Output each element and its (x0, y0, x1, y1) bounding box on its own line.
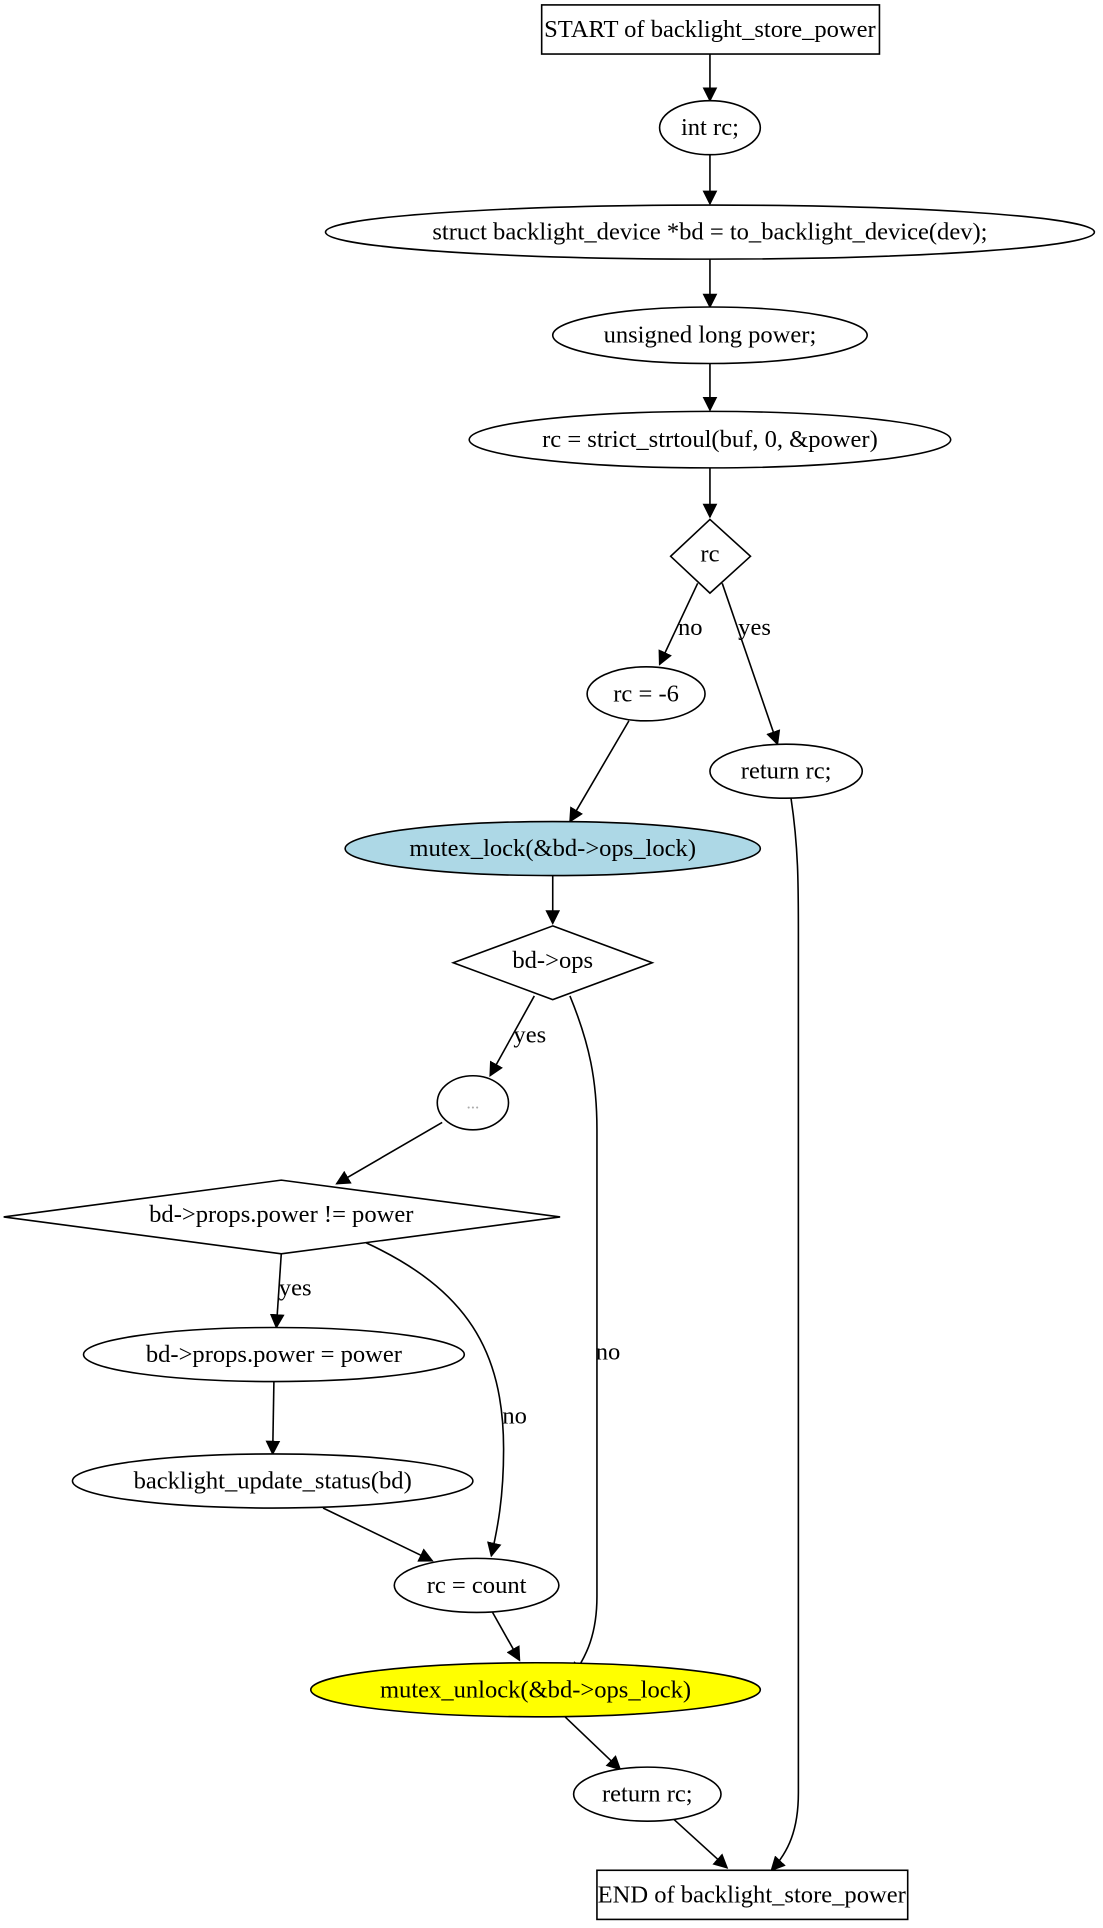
svg-text:END of backlight_store_power: END of backlight_store_power (598, 1881, 906, 1908)
mutex-unlock-node: mutex_unlock(&bd->ops_lock) (309, 1661, 762, 1718)
assign-count-node: rc = count (393, 1557, 560, 1614)
svg-text:return rc;: return rc; (741, 758, 832, 785)
strtoul-call-node: rc = strict_strtoul(buf, 0, &power) (468, 410, 952, 469)
update-status-node: backlight_update_status(bd) (71, 1453, 474, 1509)
svg-text:rc: rc (700, 540, 719, 567)
cond-power-diamond: bd->props.power != power (3, 1179, 561, 1255)
edge-cond-ops-yes (489, 995, 536, 1078)
edge-ellipsis-to-cond-power (335, 1121, 443, 1185)
edge-rc-neg6-to-mutex-lock (569, 720, 630, 823)
svg-text:struct backlight_device *bd =: struct backlight_device *bd = to_backlig… (432, 219, 987, 246)
edges (265, 54, 800, 1872)
svg-text:...: ... (466, 1093, 479, 1112)
svg-text:rc = -6: rc = -6 (613, 680, 679, 707)
assign-rc-neg6-node: rc = -6 (586, 666, 706, 722)
edge-update-to-count (322, 1507, 434, 1562)
edge-label-rc-yes: yes (738, 614, 771, 641)
svg-text:bd->props.power = power: bd->props.power = power (146, 1341, 402, 1368)
decl-bd-node: struct backlight_device *bd = to_backlig… (324, 204, 1096, 260)
mutex-lock-node: mutex_lock(&bd->ops_lock) (344, 820, 762, 877)
svg-text:rc = strict_strtoul(buf, 0, &p: rc = strict_strtoul(buf, 0, &power) (542, 426, 878, 453)
edge-label-power-no: no (502, 1402, 527, 1429)
edge-count-to-mutex-unlock (491, 1612, 521, 1662)
return-rc-final-node: return rc; (572, 1766, 722, 1822)
edge-label-ops-yes: yes (513, 1022, 546, 1049)
edge-mutex-unlock-to-return (564, 1716, 622, 1771)
svg-text:START of backlight_store_power: START of backlight_store_power (544, 16, 876, 43)
edge-return-final-to-end (672, 1818, 729, 1869)
return-rc-early-node: return rc; (709, 743, 864, 800)
edge-label-power-yes: yes (279, 1275, 312, 1302)
edge-cond-power-no (365, 1242, 505, 1558)
svg-text:return rc;: return rc; (602, 1781, 693, 1808)
edge-cond-rc-no (658, 582, 699, 666)
svg-text:mutex_lock(&bd->ops_lock): mutex_lock(&bd->ops_lock) (409, 835, 696, 862)
ellipsis-node: ... (436, 1074, 510, 1131)
svg-text:mutex_unlock(&bd->ops_lock): mutex_unlock(&bd->ops_lock) (380, 1676, 691, 1703)
decl-rc-node: int rc; (658, 99, 762, 156)
svg-text:int rc;: int rc; (681, 114, 739, 141)
edge-label-ops-no: no (596, 1338, 621, 1365)
edge-labels: no yes yes no yes no (279, 614, 771, 1429)
edge-assign-power-to-update (265, 1381, 281, 1456)
start-node: START of backlight_store_power (540, 4, 881, 55)
svg-text:bd->ops: bd->ops (512, 947, 593, 974)
edge-cond-rc-yes (721, 583, 781, 746)
cond-rc-diamond: rc (669, 518, 752, 595)
edge-cond-power-yes (269, 1253, 285, 1329)
edge-cond-ops-no (569, 995, 598, 1678)
svg-text:bd->props.power != power: bd->props.power != power (149, 1201, 413, 1228)
nodes: START of backlight_store_power int rc; s… (3, 4, 1096, 1921)
cond-ops-diamond: bd->ops (450, 925, 655, 1001)
edge-label-rc-no: no (678, 614, 703, 641)
svg-text:backlight_update_status(bd): backlight_update_status(bd) (134, 1468, 412, 1495)
assign-power-node: bd->props.power = power (82, 1326, 466, 1383)
svg-text:unsigned long power;: unsigned long power; (604, 322, 817, 349)
decl-power-node: unsigned long power; (551, 306, 868, 365)
end-node: END of backlight_store_power (596, 1869, 909, 1921)
svg-text:rc = count: rc = count (427, 1572, 527, 1599)
edge-return-early-to-end (770, 798, 800, 1872)
